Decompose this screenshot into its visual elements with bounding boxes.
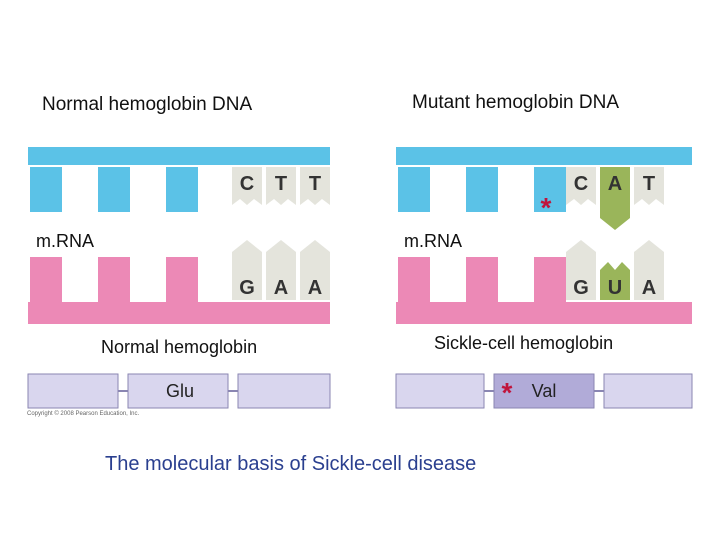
mutant-mrna-base-letter: A: [642, 277, 656, 299]
mutant-mrna-tooth: [534, 257, 566, 302]
mutant-dna-backbone: [396, 147, 692, 165]
mutant-dna-base-letter: A: [608, 173, 622, 195]
normal-dna-tooth: [98, 167, 130, 212]
mutant-mrna-base-a: [634, 240, 664, 300]
sickle-hemoglobin-label: Sickle-cell hemoglobin: [434, 333, 614, 353]
figure-caption: The molecular basis of Sickle-cell disea…: [105, 453, 477, 475]
mutant-dna-tooth: [466, 167, 498, 212]
mutant-mrna-base-g: [566, 240, 596, 300]
mutation-marker-protein-icon: *: [502, 377, 513, 408]
mutant-mrna-tooth: [466, 257, 498, 302]
mutant-dna-tooth: [398, 167, 430, 212]
normal-dna-base-t: [300, 167, 330, 205]
mutant-dna-base-letter: C: [574, 173, 588, 195]
normal-mrna-base-letter: A: [308, 277, 322, 299]
mutant-amino-acid-1: [395, 373, 485, 409]
normal-dna-base-c: [232, 167, 262, 205]
mutant-dna-title: Mutant hemoglobin DNA: [412, 92, 619, 113]
normal-mrna-base-a: [266, 240, 296, 300]
normal-dna-base-letter: T: [275, 173, 287, 195]
normal-mrna-base-g: [232, 240, 262, 300]
mutant-mrna-tooth: [398, 257, 430, 302]
normal-mrna-tooth: [30, 257, 62, 302]
normal-dna-base-letter: C: [240, 173, 254, 195]
normal-mrna-tooth: [98, 257, 130, 302]
normal-mrna-base-letter: G: [239, 277, 255, 299]
mutant-dna-base-c: [566, 167, 596, 205]
mrna-label-left: m.RNA: [36, 231, 94, 251]
normal-hemoglobin-label: Normal hemoglobin: [101, 337, 258, 357]
mutation-marker-icon: *: [541, 192, 552, 223]
mutant-mrna-base-letter: G: [573, 277, 589, 299]
mutant-dna-base-a: [600, 167, 630, 230]
amino-acid-val: Val: [532, 381, 557, 401]
mutant-mrna-backbone: [396, 302, 692, 324]
normal-mrna-tooth: [166, 257, 198, 302]
mutant-dna-base-t: [634, 167, 664, 205]
normal-mrna-base-a: [300, 240, 330, 300]
normal-dna-title: Normal hemoglobin DNA: [42, 94, 253, 115]
normal-dna-tooth: [30, 167, 62, 212]
normal-dna-base-t: [266, 167, 296, 205]
normal-dna-base-letter: T: [309, 173, 321, 195]
normal-amino-acid-3: [237, 373, 331, 409]
normal-dna-tooth: [166, 167, 198, 212]
normal-dna-backbone: [28, 147, 330, 165]
mrna-label-right: m.RNA: [404, 231, 462, 251]
mutant-amino-acid-3: [603, 373, 693, 409]
normal-amino-acid-2: [127, 373, 229, 409]
mutant-mrna-base-letter: U: [608, 277, 622, 299]
mutant-dna-tooth: [534, 167, 566, 212]
mutant-amino-acid-2: [493, 373, 595, 409]
amino-acid-glu: Glu: [166, 381, 194, 401]
normal-mrna-base-letter: A: [274, 277, 288, 299]
copyright-notice: Copyright © 2008 Pearson Education, Inc.: [27, 411, 140, 417]
normal-amino-acid-1: [27, 373, 119, 409]
mutant-mrna-base-u: [600, 262, 630, 300]
mutant-dna-base-letter: T: [643, 173, 655, 195]
normal-mrna-backbone: [28, 302, 330, 324]
